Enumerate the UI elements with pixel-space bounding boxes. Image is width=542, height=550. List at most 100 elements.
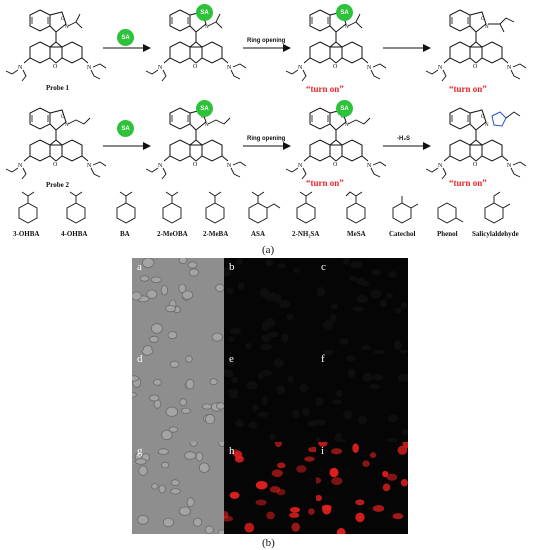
cell: [139, 275, 150, 282]
cell: [246, 381, 258, 390]
analyte-label: MeSA: [347, 230, 366, 238]
reaction-scheme: O N N O N: [5, 9, 527, 224]
cell: [397, 445, 408, 455]
cell: [386, 437, 398, 442]
micrograph-panel-g: g: [132, 442, 224, 534]
cell: [218, 442, 224, 447]
micrograph-panel-f: f: [316, 350, 408, 442]
micrograph-image: [316, 350, 408, 442]
cell: [318, 442, 328, 447]
analyte-label: 2-NH₂SA: [292, 230, 320, 238]
micrograph-image: [316, 442, 408, 534]
cell: [165, 406, 179, 417]
cell: [244, 522, 255, 533]
turn-on-label-row2-mol3: “turn on”: [306, 178, 344, 188]
cell: [178, 506, 192, 516]
cell: [179, 398, 187, 407]
cell: [296, 465, 307, 473]
cell: [132, 391, 137, 398]
cell: [382, 470, 389, 478]
cell: [229, 491, 240, 499]
cell: [198, 462, 210, 473]
sa-badge-row2-arrow: SA: [117, 120, 134, 137]
cell: [224, 511, 229, 519]
cell: [271, 469, 283, 478]
cell: [330, 303, 339, 310]
cell: [331, 448, 343, 455]
sa-badge-row1-mol2: SA: [196, 4, 213, 21]
cell: [170, 479, 180, 486]
cell: [204, 525, 214, 534]
cell: [274, 442, 283, 448]
cell: [377, 350, 385, 355]
cell: [331, 477, 343, 486]
cell: [382, 483, 391, 492]
analyte-label: 2-MeBA: [203, 230, 229, 238]
cell: [274, 293, 282, 304]
cell: [387, 414, 398, 423]
cell: [228, 389, 239, 395]
cell: [369, 452, 377, 459]
cell: [316, 477, 322, 484]
caption-b: (b): [262, 537, 275, 549]
cell: [357, 415, 368, 425]
cell: [386, 292, 394, 299]
cell: [316, 397, 324, 407]
cell: [185, 378, 195, 390]
cell: [361, 280, 370, 287]
cell: [224, 268, 232, 277]
cell: [336, 389, 343, 398]
micrograph-panel-a: a: [132, 258, 224, 350]
h2s-loss-label: -H₂S: [397, 136, 410, 142]
cell: [149, 394, 160, 402]
caption-a: (a): [262, 244, 275, 256]
cell: [368, 383, 380, 390]
ring-opening-label-row1: Ring opening: [247, 38, 286, 44]
micrograph-grid: a b c d e f g h i: [132, 258, 408, 534]
cell: [316, 286, 326, 297]
cell: [236, 258, 243, 264]
cell: [362, 460, 370, 467]
cell: [188, 268, 199, 277]
cell: [137, 514, 149, 525]
micrograph-image: [224, 350, 316, 442]
sa-badge-row2-mol2: SA: [196, 100, 213, 117]
cell: [209, 378, 218, 386]
cell: [226, 287, 234, 294]
cell: [279, 299, 291, 309]
cell: [343, 410, 353, 420]
cell: [289, 507, 301, 513]
cell: [255, 480, 268, 490]
cell: [386, 473, 398, 481]
panel-label: i: [321, 445, 325, 457]
cell: [141, 350, 154, 356]
cell: [276, 488, 286, 496]
cell: [379, 299, 388, 308]
panel-label: b: [229, 261, 235, 273]
cell: [189, 442, 198, 447]
cell: [261, 334, 271, 342]
cell: [231, 376, 238, 384]
cell: [269, 486, 281, 493]
micrograph-panel-c: c: [316, 258, 408, 350]
cell: [228, 359, 235, 367]
cell: [269, 292, 276, 302]
cell: [216, 402, 224, 410]
analyte-label: Salicylaldehyde: [472, 230, 519, 238]
cell: [138, 465, 148, 476]
panel-label: e: [229, 353, 234, 365]
cell: [186, 497, 195, 508]
cell: [277, 462, 286, 469]
cell: [392, 513, 404, 520]
cell: [339, 338, 349, 345]
micrograph-panel-b: b: [224, 258, 316, 350]
cell: [346, 355, 356, 362]
analyte-label: 3-OHBA: [13, 230, 40, 238]
analyte-label: Phenol: [437, 230, 458, 238]
panel-label: d: [137, 353, 143, 365]
cell: [289, 512, 300, 518]
cell: [187, 261, 198, 269]
cell: [257, 372, 264, 380]
cell: [178, 258, 188, 264]
cell: [402, 442, 408, 449]
